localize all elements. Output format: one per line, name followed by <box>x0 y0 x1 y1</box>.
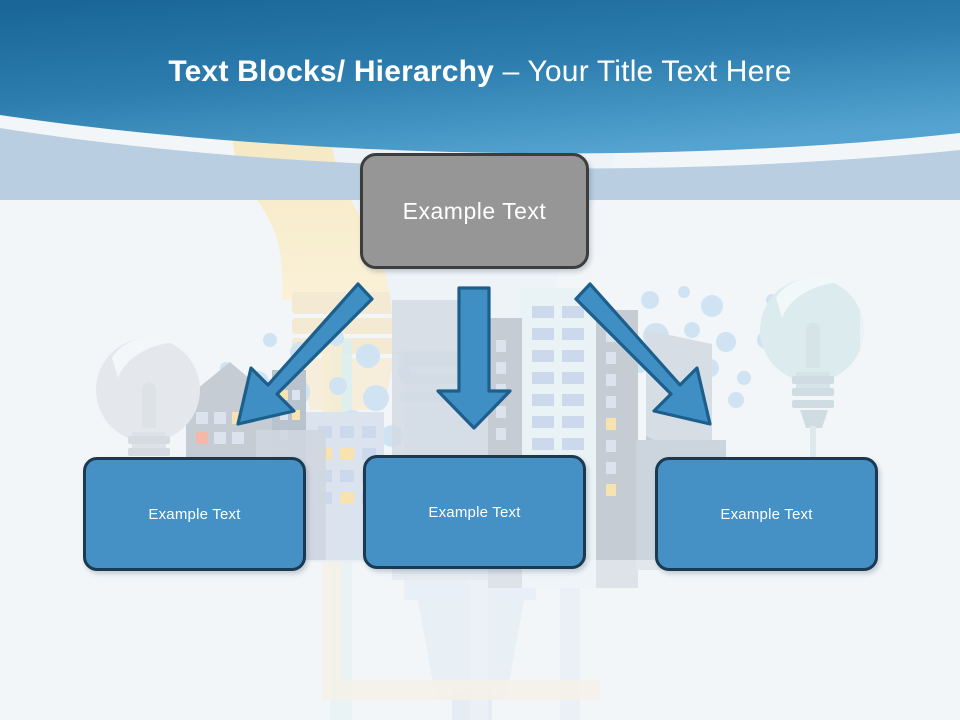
hierarchy-parent-label: Example Text <box>402 197 547 224</box>
hierarchy-child-node-1[interactable]: Example Text <box>83 457 306 571</box>
header-accent-band <box>0 128 960 200</box>
page-title-dash: – <box>502 55 528 88</box>
arrow-down-icon <box>436 286 512 430</box>
hierarchy-parent-node[interactable]: Example Text <box>360 153 589 269</box>
arrow-down-left-icon <box>236 282 374 426</box>
hierarchy-child-label-3: Example Text <box>720 505 813 523</box>
page-title: Text Blocks/ Hierarchy – Your Title Text… <box>0 52 960 92</box>
hierarchy-child-node-2[interactable]: Example Text <box>363 455 586 569</box>
hierarchy-child-label-2: Example Text <box>428 503 521 521</box>
hierarchy-child-node-3[interactable]: Example Text <box>655 457 878 571</box>
arrow-down-right-icon <box>574 282 712 426</box>
header-fill <box>0 0 960 154</box>
page-title-bold: Text Blocks/ Hierarchy <box>168 55 503 88</box>
page-title-light: Your Title Text Here <box>527 55 792 88</box>
hierarchy-child-label-1: Example Text <box>148 505 241 523</box>
header-banner <box>0 0 960 200</box>
bulb-teal-right <box>760 276 864 466</box>
